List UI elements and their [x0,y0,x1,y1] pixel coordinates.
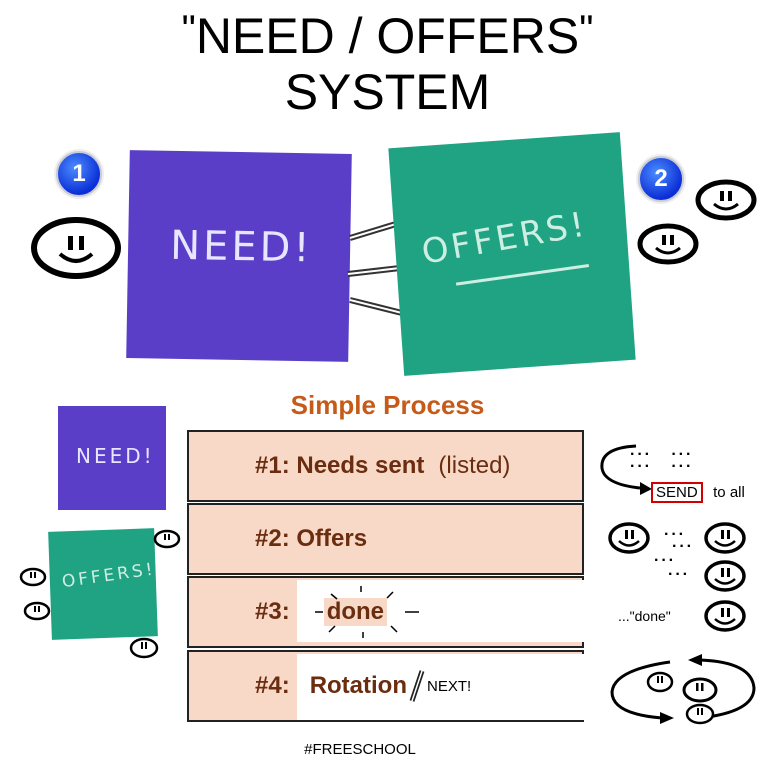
step-4-label: #4: [255,672,290,699]
badge-two-label: 2 [654,165,668,192]
offers-note: OFFERS! [388,132,636,376]
smiley-icon [704,560,746,592]
step-2-label: #2: Offers [255,525,368,552]
curved-arrow-icon [600,444,652,495]
smiley-icon [19,567,47,587]
dots-text: ··· [668,566,690,583]
dots-text: ··· ··· [630,446,694,463]
dots-text: ··· [654,552,676,569]
offers-underline [455,264,590,286]
step-1-label: #1: Needs sent [255,452,425,479]
step-4-next: NEXT! [427,677,472,695]
title-line-2: SYSTEM [284,64,491,120]
to-all-text: to all [713,484,745,501]
footer-hashtag: #FREESCHOOL [304,741,416,758]
send-row: SEND to all [651,482,745,503]
step-4-rotation: Rotation [309,672,407,699]
small-need-note-text: NEED! [76,444,155,468]
smiley-icon [608,522,650,554]
smiley-icon [129,637,159,659]
smiley-icon [153,529,181,549]
offers-note-text: OFFERS! [418,204,591,273]
step-3-done: done [323,598,388,626]
step-2: #2: Offers [187,503,584,575]
smiley-icon [704,522,746,554]
small-offers-note-text: OFFERS! [60,559,157,593]
title-quote-close: " [579,8,594,52]
slash-icon [409,670,425,702]
smiley-icon [695,179,757,221]
need-note-text: NEED! [169,222,313,272]
send-button: SEND [651,482,703,503]
title-quote-open: " [181,8,196,52]
rotation-arrows-icon [610,654,756,725]
step-1: #1: Needs sent (listed) [187,430,584,502]
connector-lines-icon [347,221,407,317]
smiley-icon [704,600,746,632]
small-offers-note: OFFERS! [48,528,158,640]
smiley-icon [31,217,121,279]
done-quote-text: ..."done" [618,608,671,624]
sparkle-lines-icon [315,586,419,638]
need-note: NEED! [126,150,352,362]
step-4: #4: Rotation NEXT! [187,650,584,722]
badge-one-label: 1 [72,160,86,187]
step-1-extra: (listed) [438,452,511,479]
step-3-label: #3: [255,598,290,625]
dots-text: ··· [672,538,694,555]
page-title: "NEED / OFFERS" SYSTEM [0,8,775,120]
process-title: Simple Process [290,390,485,420]
badge-one-icon: 1 [56,151,102,197]
smiley-icon [23,601,51,621]
dots-text: ··· [664,526,686,543]
title-line-1: NEED / OFFERS [195,8,580,64]
step-4-white-area [297,654,584,720]
step-3: #3: done [187,576,584,648]
dots-text: ··· ··· [630,458,694,475]
badge-two-icon: 2 [638,156,684,202]
smiley-icon [637,223,699,265]
small-need-note: NEED! [58,406,166,510]
